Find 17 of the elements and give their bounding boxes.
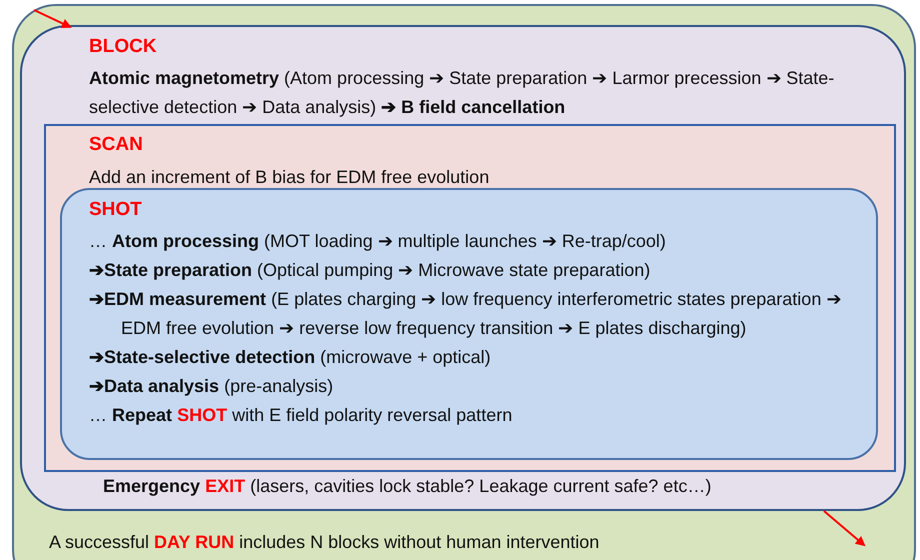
section-title: BLOCK <box>89 35 157 59</box>
section-title: SCAN <box>89 133 143 157</box>
step-text: ➔EDM measurement (E plates charging ➔ low frequency interferometric states preparation ➔ EDM free evolution ➔ reverse low frequency transition ➔ E plates discharging) <box>89 288 842 340</box>
step-text: … Repeat SHOT with E field polarity reversal pattern <box>89 404 514 427</box>
description-text: Atomic magnetometry (Atom processing ➔ State preparation ➔ Larmor precession ➔ State-selective detection ➔ Data analysis) ➔ B field cancellation <box>89 67 836 119</box>
description-text: Emergency EXIT (lasers, cavities lock stable? Leakage current safe? etc…) <box>103 475 712 498</box>
description-text: Add an increment of B bias for EDM free evolution <box>89 166 490 189</box>
step-text: … Atom processing (MOT loading ➔ multiple launches ➔ Re-trap/cool) <box>89 230 667 253</box>
scan-panel <box>44 124 896 472</box>
section-title: SHOT <box>89 198 142 222</box>
step-text: ➔State preparation (Optical pumping ➔ Microwave state preparation) <box>89 259 652 282</box>
description-text: A successful DAY RUN includes N blocks without human intervention <box>49 531 600 554</box>
step-text: ➔Data analysis (pre-analysis) <box>89 375 334 398</box>
step-text: ➔State-selective detection (microwave + optical) <box>89 346 492 369</box>
arrow <box>34 9 72 28</box>
arrow <box>823 510 866 546</box>
shot-panel <box>60 188 878 460</box>
